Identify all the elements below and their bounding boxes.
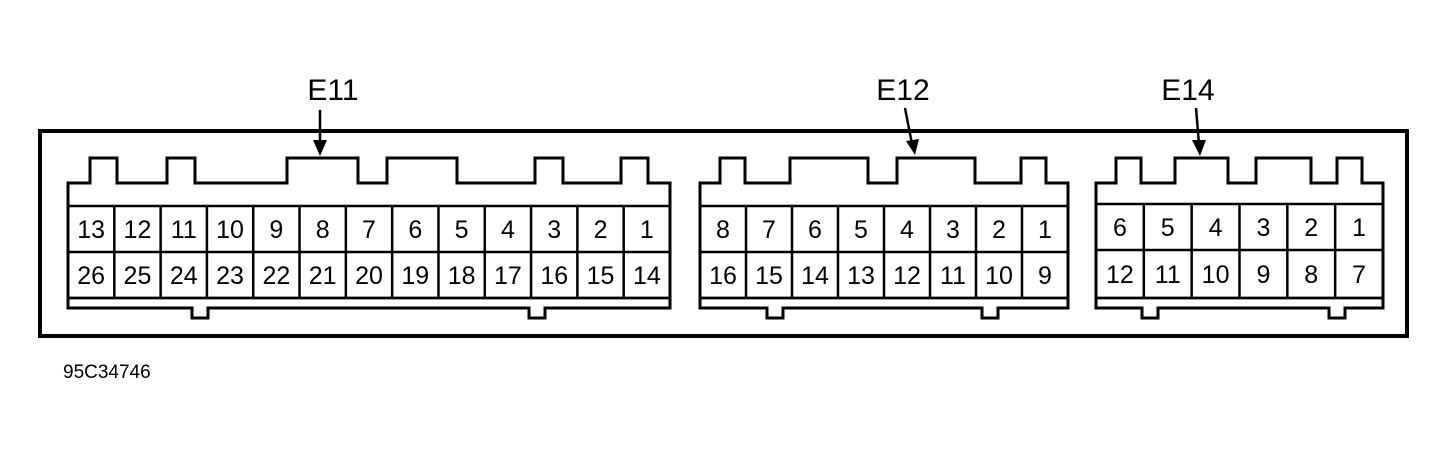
pin-label-e11-14: 14 — [633, 262, 661, 290]
pin-label-e14-5: 5 — [1161, 214, 1175, 242]
pin-label-e14-7: 7 — [1352, 261, 1366, 289]
pin-label-e12-9: 9 — [1038, 262, 1052, 290]
pin-label-e12-3: 3 — [946, 216, 960, 244]
pin-label-e11-25: 25 — [124, 262, 152, 290]
pin-label-e11-21: 21 — [309, 262, 337, 290]
pin-label-e11-1: 1 — [640, 216, 654, 244]
pin-label-e11-11: 11 — [171, 216, 197, 244]
pin-label-e11-7: 7 — [362, 216, 376, 244]
pin-label-e11-13: 13 — [77, 216, 105, 244]
pin-label-e14-2: 2 — [1304, 214, 1318, 242]
pin-label-e14-6: 6 — [1113, 214, 1127, 242]
pin-label-e11-8: 8 — [316, 216, 330, 244]
pin-label-e14-9: 9 — [1256, 261, 1270, 289]
pin-label-e12-16: 16 — [709, 262, 737, 290]
pin-label-e14-10: 10 — [1202, 261, 1230, 289]
pin-label-e11-19: 19 — [401, 262, 429, 290]
pin-label-e12-15: 15 — [755, 262, 783, 290]
pin-label-e11-6: 6 — [408, 216, 422, 244]
pin-label-e11-18: 18 — [448, 262, 476, 290]
ecu-housing — [38, 129, 1409, 338]
connector-e12-outline — [698, 156, 1070, 320]
pin-label-e12-8: 8 — [716, 216, 730, 244]
pin-label-e12-7: 7 — [762, 216, 776, 244]
pin-label-e12-13: 13 — [847, 262, 875, 290]
pin-label-e11-12: 12 — [124, 216, 152, 244]
connector-e11-outline — [66, 156, 672, 320]
pin-label-e11-20: 20 — [355, 262, 383, 290]
pin-label-e12-10: 10 — [985, 262, 1013, 290]
pin-label-e11-17: 17 — [494, 262, 522, 290]
connector-e12-arrow-head — [906, 139, 919, 155]
pin-label-e11-26: 26 — [77, 262, 105, 290]
pin-label-e14-4: 4 — [1209, 214, 1223, 242]
pin-label-e11-9: 9 — [269, 216, 283, 244]
pin-label-e11-22: 22 — [262, 262, 290, 290]
pin-label-e14-11: 11 — [1155, 261, 1181, 289]
pin-label-e11-2: 2 — [594, 216, 608, 244]
pin-label-e12-14: 14 — [801, 262, 829, 290]
pin-label-e11-10: 10 — [216, 216, 244, 244]
pin-label-e12-6: 6 — [808, 216, 822, 244]
pin-label-e12-4: 4 — [900, 216, 914, 244]
connector-e14-arrow-shaft — [1194, 107, 1201, 145]
pin-label-e12-11: 11 — [940, 262, 966, 290]
pin-label-e12-2: 2 — [992, 216, 1006, 244]
pin-label-e11-4: 4 — [501, 216, 515, 244]
connector-e14-label: E14 — [1161, 74, 1214, 107]
pin-label-e12-5: 5 — [854, 216, 868, 244]
pin-label-e14-1: 1 — [1352, 214, 1366, 242]
connector-e14-outline — [1094, 156, 1385, 320]
connector-e12-label: E12 — [876, 74, 929, 107]
pin-label-e12-12: 12 — [893, 262, 921, 290]
pin-label-e12-1: 1 — [1038, 216, 1052, 244]
pin-label-e11-16: 16 — [540, 262, 568, 290]
pin-label-e14-8: 8 — [1304, 261, 1318, 289]
pin-label-e14-12: 12 — [1106, 261, 1134, 289]
pin-label-e14-3: 3 — [1256, 214, 1270, 242]
pin-label-e11-15: 15 — [587, 262, 615, 290]
figure-code: 95C34746 — [63, 362, 151, 383]
connector-e11-arrow-head — [313, 140, 327, 156]
pin-label-e11-3: 3 — [547, 216, 561, 244]
pin-label-e11-5: 5 — [455, 216, 469, 244]
connector-e12-arrow-shaft — [903, 107, 914, 145]
pin-label-e11-23: 23 — [216, 262, 244, 290]
connector-e14-arrow-head — [1192, 140, 1206, 156]
pin-label-e11-24: 24 — [170, 262, 198, 290]
connector-e11-label: E11 — [307, 74, 358, 107]
